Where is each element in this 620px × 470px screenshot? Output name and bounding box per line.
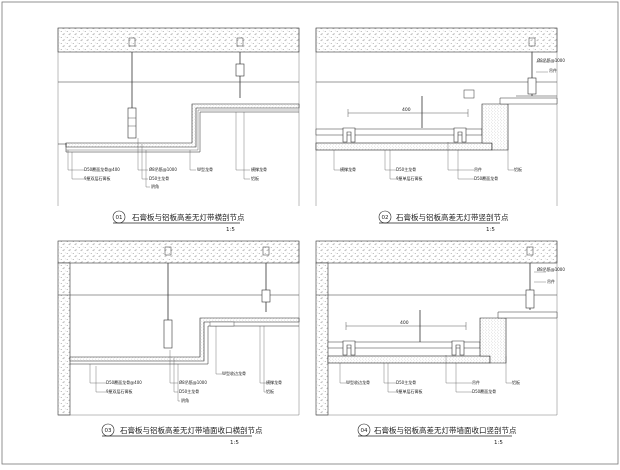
label-d50-cover-keel: D50覆面龙骨 <box>472 388 496 394</box>
detail-03: D50覆面龙骨@400 9厘双层石膏板 Ø8吊筋@1000 D50主龙骨 阴角 … <box>57 240 300 446</box>
label-aluminum-panel: 铝板 <box>514 166 522 172</box>
detail-scale: 1:5 <box>494 440 503 446</box>
concrete-slab <box>315 240 558 264</box>
label-w-edge-keel: W型收边龙骨 <box>222 370 246 376</box>
side-wall <box>315 262 329 416</box>
label-hanger: 吊件 <box>547 278 555 284</box>
hanger-rod <box>261 246 271 312</box>
label-cross-keel: 横撑龙骨 <box>266 379 282 385</box>
gypsum-board <box>315 142 493 151</box>
label-gypsum-board: 9厘单层石膏板 <box>396 175 423 181</box>
label-gypsum-board: 9厘双层石膏板 <box>106 388 133 394</box>
label-d50-main-keel: D50主龙骨 <box>396 379 416 385</box>
label-hanger-rod: Ø8吊筋@1000 <box>537 57 565 63</box>
label-d50-main-keel: D50主龙骨 <box>396 166 416 172</box>
detail-title: 石膏板与铝板高差无灯带竖剖节点 <box>396 212 509 222</box>
label-aluminum-panel: 铝板 <box>266 388 274 394</box>
label-cross-keel: 横撑龙骨 <box>251 166 267 172</box>
hanger-rod <box>525 246 535 310</box>
detail-title-block: 04 石膏板与铝板高差无灯带墙面收口竖剖节点 1:5 <box>357 423 517 446</box>
detail-title: 石膏板与铝板高差无灯带墙面收口横剖节点 <box>120 425 263 435</box>
label-cross-keel: 横撑龙骨 <box>340 166 356 172</box>
cover-keel-profile <box>342 127 467 143</box>
dimension-line: 400 <box>345 320 467 330</box>
concrete-slab <box>315 27 558 53</box>
gypsum-board-step <box>69 317 300 362</box>
label-hanger: 吊件 <box>549 67 557 73</box>
dimension-line: 400 <box>347 107 469 117</box>
label-hanger-rod: Ø8吊筋@1000 <box>149 166 177 172</box>
side-wall <box>57 262 71 416</box>
label-gypsum-board: 9厘双层石膏板 <box>84 175 111 181</box>
detail-title-block: 02 石膏板与铝板高差无灯带竖剖节点 1:5 <box>378 210 509 233</box>
label-aluminum-panel: 铝板 <box>512 379 520 385</box>
label-d50-main-keel: D50主龙骨 <box>149 175 169 181</box>
label-aluminum-panel: 铝板 <box>251 175 259 181</box>
hanger-rod <box>527 37 537 96</box>
detail-number: 02 <box>382 215 389 221</box>
label-hanger-rod: Ø8吊筋@1000 <box>179 379 207 385</box>
detail-title-block: 01 石膏板与铝板高差无灯带横剖节点 1:5 <box>112 210 245 233</box>
label-d50-cover-keel: D50覆面龙骨@400 <box>106 379 142 385</box>
label-d50-cover-keel: D50覆面龙骨@400 <box>84 166 120 172</box>
detail-number: 01 <box>116 215 123 221</box>
label-hanger-rod: Ø8吊筋@1000 <box>537 266 565 272</box>
detail-title-block: 03 石膏板与铝板高差无灯带墙面收口横剖节点 1:5 <box>101 423 263 446</box>
detail-04: 400 Ø8吊筋@1000 吊件 W型收边龙骨 D50主龙骨 9厘单层石膏板 吊… <box>315 240 565 446</box>
label-corner: 阴角 <box>181 397 189 403</box>
detail-number: 04 <box>361 428 368 434</box>
detail-scale: 1:5 <box>486 227 495 233</box>
hanger-rod <box>163 246 173 349</box>
detail-01: D50覆面龙骨@400 9厘双层石膏板 Ø8吊筋@1000 D50主龙骨 阴角 … <box>57 27 300 233</box>
label-corner: 阴角 <box>151 183 159 189</box>
detail-scale: 1:5 <box>226 227 235 233</box>
detail-title: 石膏板与铝板高差无灯带墙面收口竖剖节点 <box>374 425 517 435</box>
concrete-slab <box>57 27 300 53</box>
dimension-value: 400 <box>400 320 409 326</box>
detail-02: 400 Ø8吊筋@1000 吊件 横撑龙骨 D50主龙骨 9厘单层石膏板 吊件 … <box>315 27 565 233</box>
detail-number: 03 <box>105 428 112 434</box>
hanger-rod <box>235 37 245 98</box>
detail-scale: 1:5 <box>230 440 239 446</box>
label-hanger-2: 吊件 <box>474 166 482 172</box>
dimension-value: 400 <box>402 107 411 113</box>
label-d50-cover-keel: D50覆面龙骨 <box>474 175 498 181</box>
label-gypsum-board: 9厘单层石膏板 <box>396 388 423 394</box>
detail-title: 石膏板与铝板高差无灯带横剖节点 <box>132 212 245 222</box>
hanger-rod <box>127 37 137 139</box>
label-w-edge-keel: W型收边龙骨 <box>346 379 370 385</box>
label-w-keel: W型龙骨 <box>197 166 213 172</box>
label-hanger-2: 吊件 <box>472 379 480 385</box>
label-d50-main-keel: D50主龙骨 <box>179 388 199 394</box>
cover-keel-profile <box>342 340 465 356</box>
gypsum-board <box>327 355 491 364</box>
gypsum-board-step <box>65 103 300 148</box>
